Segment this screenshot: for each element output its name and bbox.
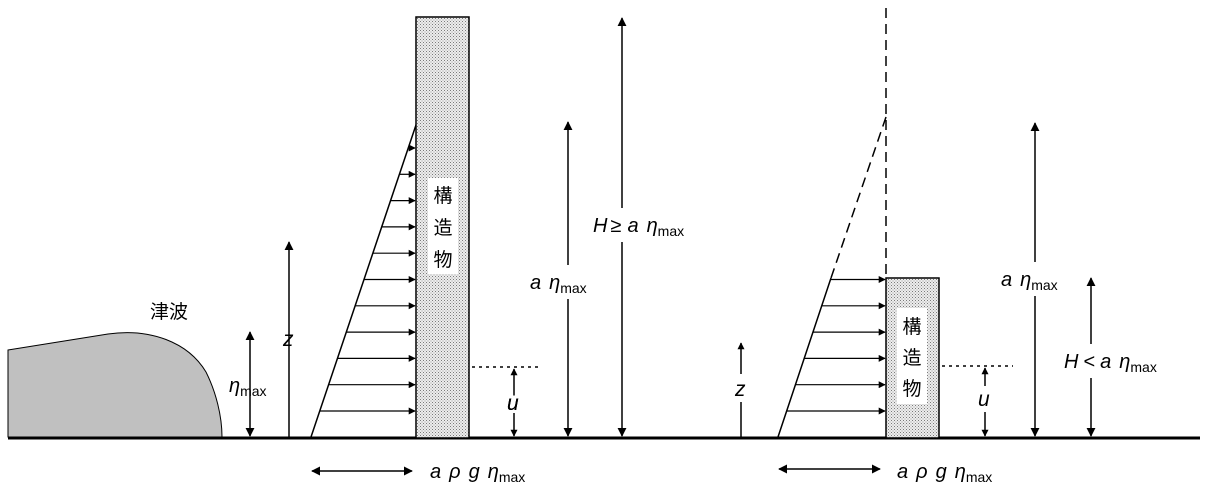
svg-text:物: 物 bbox=[433, 249, 452, 271]
svg-text:z: z bbox=[734, 378, 746, 401]
z-label-right: z bbox=[732, 374, 750, 402]
tsunami-wave-shape bbox=[7, 332, 223, 438]
pressure-arrows-left bbox=[319, 144, 416, 415]
svg-text:物: 物 bbox=[902, 378, 921, 400]
svg-text:造: 造 bbox=[902, 347, 921, 369]
dashed-diagonal-right bbox=[830, 116, 887, 279]
svg-text:構: 構 bbox=[433, 185, 452, 207]
z-label-left: z bbox=[282, 328, 294, 351]
pressure-arrows-right bbox=[786, 276, 886, 415]
structure-label-right: 構 造 物 bbox=[897, 308, 927, 404]
u-label-right: u bbox=[976, 386, 996, 412]
tsunami-label: 津波 bbox=[150, 301, 188, 323]
svg-text:造: 造 bbox=[433, 217, 452, 239]
svg-text:u: u bbox=[978, 388, 990, 411]
svg-text:構: 構 bbox=[902, 316, 921, 338]
u-label-left: u bbox=[507, 392, 519, 415]
pressure-diagonal-right bbox=[777, 277, 832, 438]
eta-max-label: ηmax bbox=[229, 375, 267, 399]
structure-label-left: 構 造 物 bbox=[428, 178, 458, 274]
u-label-left-text: u bbox=[507, 392, 519, 415]
